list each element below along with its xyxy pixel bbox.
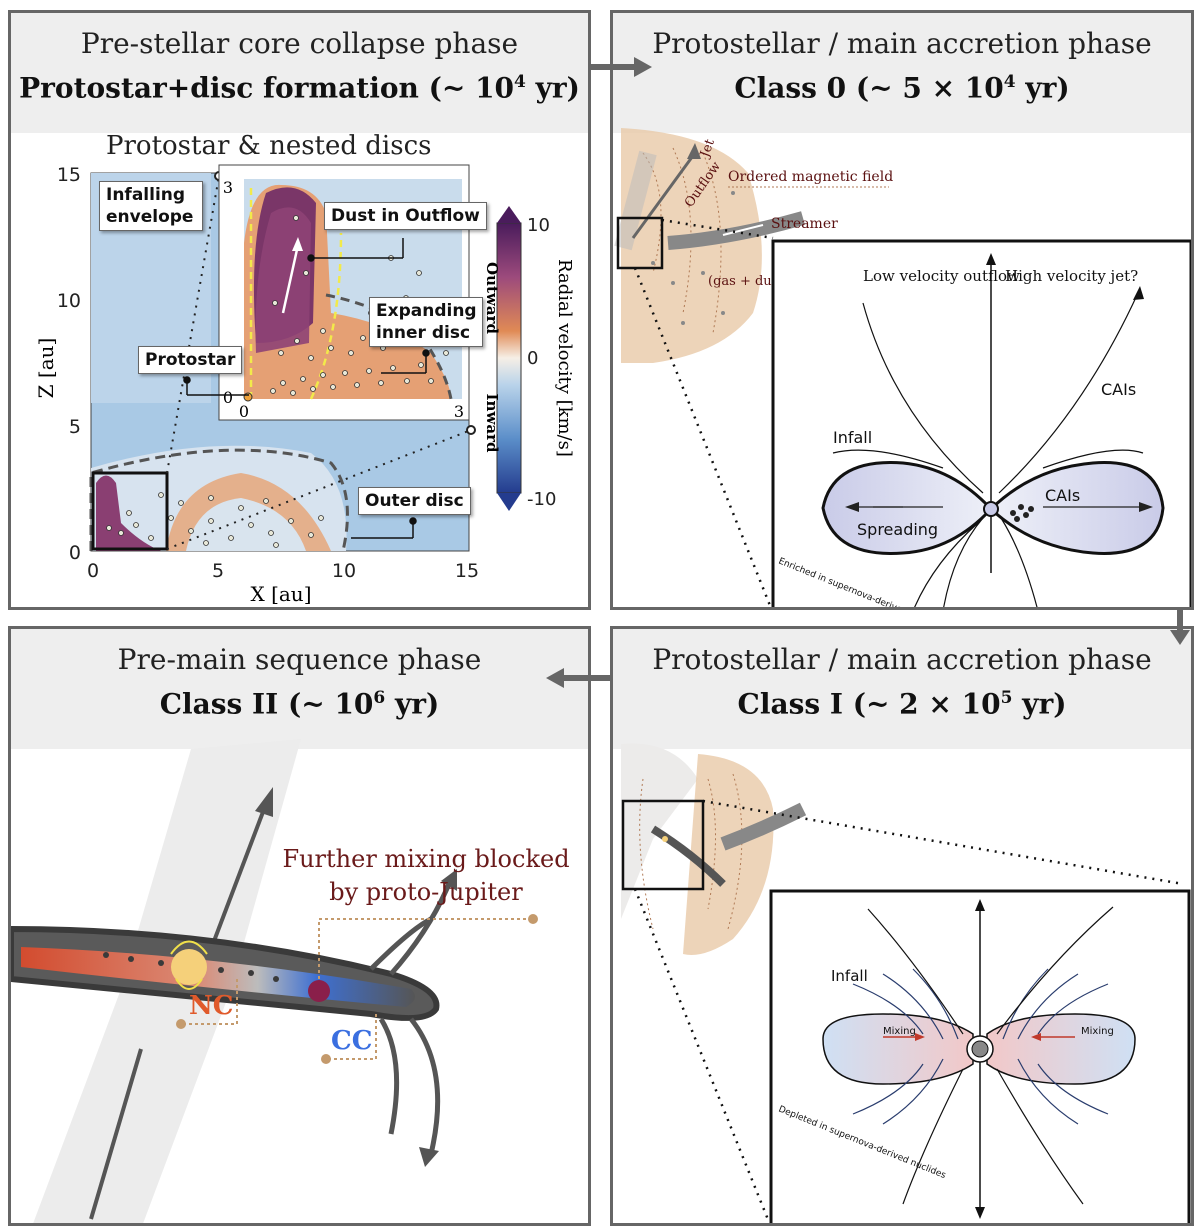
label-expanding-inner-disc: Expanding inner disc (369, 297, 483, 347)
label-jet: Jet (697, 136, 718, 161)
label-high-velocity: High velocity jet? (1005, 267, 1138, 285)
label-ordered-field: Ordered magnetic field (728, 169, 893, 185)
label-gas-dust: (gas + dust) (708, 274, 789, 289)
panel-title: Pre-main sequence phase (117, 643, 482, 676)
label-protostar: Protostar (138, 346, 243, 374)
panel-subtitle: Class I (~ 2 × 105 yr) (737, 687, 1067, 721)
label-cc: CC (331, 1026, 372, 1056)
label-mixing-left: Mixing (883, 1026, 916, 1037)
y-tick-10: 10 (57, 290, 81, 312)
panel-title: Protostellar / main accretion phase (652, 27, 1152, 60)
class2-diagram: Further mixing blocked by proto-Jupiter … (11, 739, 570, 1223)
label-low-velocity: Low velocity outflow (863, 267, 1020, 285)
label-dust-in-outflow: Dust in Outflow (324, 202, 487, 230)
label-infalling-envelope: Infalling envelope (99, 181, 203, 231)
panel-class0: Protostellar / main accretion phase Clas… (610, 10, 1194, 610)
label-mixing-blocked-1: Further mixing blocked (282, 845, 569, 873)
colorbar-outward: Outward (483, 262, 501, 334)
x-tick-0: 0 (87, 560, 99, 582)
label-infall: Infall (831, 967, 868, 985)
class0-diagram: Jet Outflow Ordered magnetic field Strea… (614, 128, 1191, 607)
x-axis-label: X [au] (250, 582, 311, 606)
label-streamer: Streamer (771, 216, 838, 232)
label-spreading: Spreading (857, 520, 938, 539)
panel-header: Pre-stellar core collapse phase Protosta… (11, 13, 588, 133)
x-tick-10: 10 (332, 560, 356, 582)
panel-prestellar: Pre-stellar core collapse phase Protosta… (8, 10, 591, 610)
y-tick-5: 5 (69, 416, 81, 438)
label-cais-top: CAIs (1101, 380, 1136, 399)
colorbar-label: Radial velocity [km/s] (554, 259, 575, 457)
y-tick-15: 15 (57, 164, 81, 186)
x-tick-5: 5 (212, 560, 224, 582)
panel-title: Pre-stellar core collapse phase (80, 27, 519, 60)
panel-header: Protostellar / main accretion phase Clas… (613, 629, 1191, 749)
plot-title: Protostar & nested discs (106, 131, 432, 161)
label-mixing-blocked-2: by proto-Jupiter (329, 878, 523, 906)
colorbar-inward: Inward (483, 394, 501, 453)
inset-x-tick-0: 0 (239, 402, 249, 421)
label-mixing-right: Mixing (1081, 1026, 1114, 1037)
label-infall: Infall (833, 428, 872, 447)
y-tick-0: 0 (69, 542, 81, 564)
panel-class1: Protostellar / main accretion phase Clas… (610, 626, 1194, 1226)
panel-class2: Pre-main sequence phase Class II (~ 106 … (8, 626, 591, 1226)
colorbar-tick-0: 0 (527, 348, 538, 369)
label-outer-disc: Outer disc (358, 487, 471, 515)
y-axis-label: Z [au] (34, 338, 58, 399)
panel-header: Pre-main sequence phase Class II (~ 106 … (11, 629, 588, 749)
class1-diagram: Infall Mixing Mixing Depleted in superno… (621, 743, 1191, 1223)
colorbar-tick-neg10: -10 (527, 489, 556, 510)
panel-header: Protostellar / main accretion phase Clas… (613, 13, 1191, 133)
panel-subtitle: Class II (~ 106 yr) (159, 687, 440, 721)
panel-subtitle: Protostar+disc formation (~ 104 yr) (19, 71, 580, 105)
inset-x-tick-3: 3 (454, 402, 464, 421)
colorbar-tick-10: 10 (527, 215, 550, 236)
label-nc: NC (189, 991, 233, 1021)
inset-y-tick-0: 0 (223, 388, 233, 407)
label-cais-disc: CAIs (1045, 486, 1080, 505)
panel-title: Protostellar / main accretion phase (652, 643, 1152, 676)
inset-y-tick-3: 3 (223, 178, 233, 197)
x-tick-15: 15 (455, 560, 479, 582)
panel-subtitle: Class 0 (~ 5 × 104 yr) (734, 71, 1070, 105)
